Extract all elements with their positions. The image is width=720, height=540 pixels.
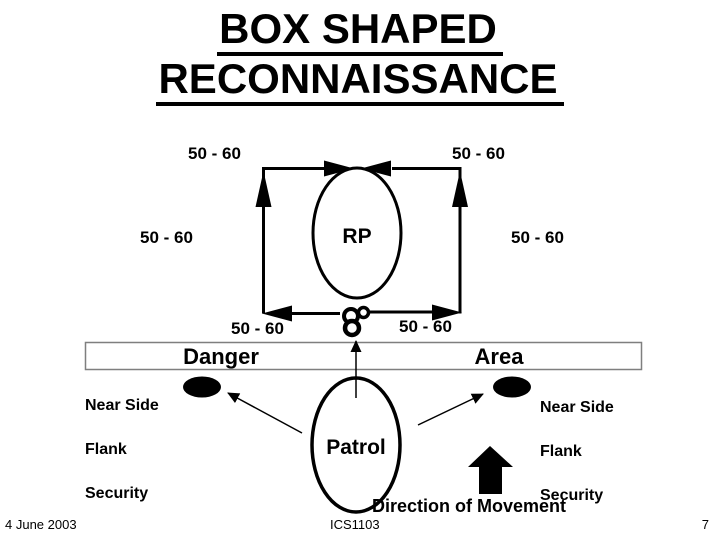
danger-label: Danger [183, 344, 259, 369]
distance-label-bottom-right: 50 - 60 [399, 317, 452, 336]
near-side-flank-security-right: Near Side Flank Security [540, 375, 614, 529]
footer-page-number: 7 [701, 517, 709, 532]
route-top-left-arrowhead-icon [324, 160, 354, 177]
near-side-left-line-2: Flank [85, 441, 127, 458]
area-label: Area [474, 344, 524, 369]
near-side-left-line-3: Security [85, 485, 149, 502]
footer-date: 4 June 2003 [5, 517, 77, 532]
direction-of-movement-label: Direction of Movement [372, 496, 567, 516]
distance-label-mid-right: 50 - 60 [511, 228, 564, 247]
near-side-right-line-2: Flank [540, 443, 582, 460]
near-side-right-line-1: Near Side [540, 399, 614, 416]
left-flank-arrow [227, 392, 303, 434]
left-flank-security-ellipse [183, 376, 221, 398]
route-top-right-arrowhead-icon [361, 160, 391, 177]
right-flank-arrow [417, 393, 484, 426]
right-flank-security-ellipse [493, 376, 531, 398]
near-side-right-line-3: Security [540, 487, 604, 504]
route-bottom-right-arrowhead-icon [432, 304, 462, 321]
title-line-2: RECONNAISSANCE [156, 56, 564, 106]
near-side-left-line-1: Near Side [85, 397, 159, 414]
route-bottom-left-arrowhead-icon [262, 305, 292, 322]
team-circle-bottom [342, 318, 362, 338]
distance-label-top-left: 50 - 60 [188, 144, 241, 163]
footer-course-code: ICS1103 [330, 517, 380, 532]
danger-area-bar [84, 341, 643, 371]
rp-ellipse [311, 166, 403, 300]
patrol-label: Patrol [326, 436, 386, 459]
slide-title: BOX SHAPED RECONNAISSANCE [0, 6, 720, 106]
distance-label-bottom-left: 50 - 60 [231, 319, 284, 338]
team-circle-right [356, 305, 371, 320]
direction-of-movement-arrow-icon [468, 446, 513, 494]
title-line-1: BOX SHAPED [217, 6, 503, 56]
distance-label-mid-left: 50 - 60 [140, 228, 193, 247]
distance-label-top-right: 50 - 60 [452, 144, 505, 163]
route-right-up-arrowhead-icon [452, 171, 468, 207]
route-left-up-arrowhead-icon [255, 171, 272, 207]
near-side-flank-security-left: Near Side Flank Security [85, 373, 159, 527]
rp-label: RP [342, 225, 372, 248]
